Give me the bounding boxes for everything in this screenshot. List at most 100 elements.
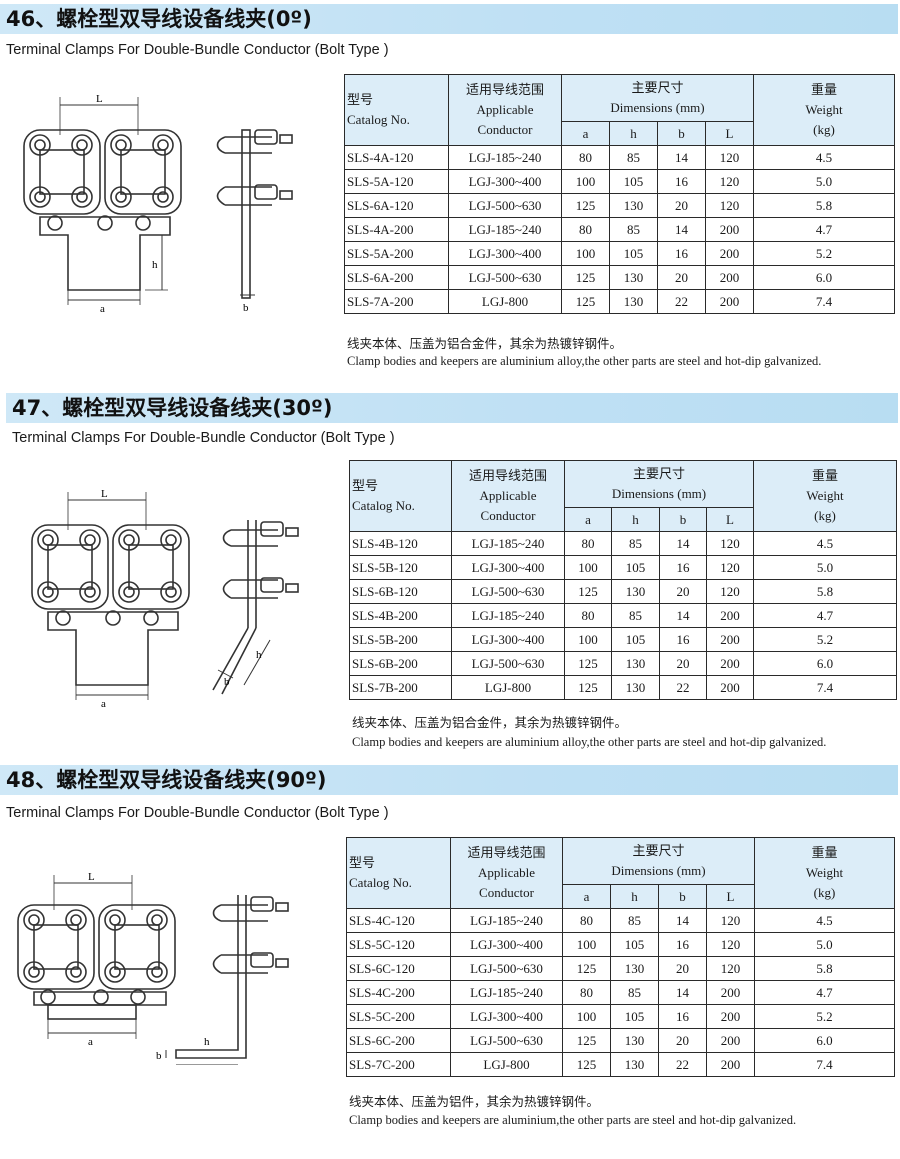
cell-weight: 5.0 xyxy=(753,555,897,580)
cell-catalog-no: SLS-6B-200 xyxy=(349,651,452,676)
cell-weight: 6.0 xyxy=(754,1028,895,1053)
note-chinese: 线夹本体、压盖为铝合金件，其余为热镀锌钢件。 xyxy=(352,715,628,730)
cell-weight: 5.2 xyxy=(754,1004,895,1029)
label-b: b xyxy=(156,1050,162,1062)
cell-weight: 7.4 xyxy=(754,1052,895,1077)
cell-weight: 5.8 xyxy=(753,193,895,218)
cell-weight: 5.2 xyxy=(753,241,895,266)
cell-b: 16 xyxy=(659,627,707,652)
cell-conductor: LGJ-500~630 xyxy=(450,1028,563,1053)
cell-catalog-no: SLS-4C-120 xyxy=(346,908,451,933)
cell-h: 105 xyxy=(610,932,659,957)
cell-catalog-no: SLS-6C-120 xyxy=(346,956,451,981)
label-L: L xyxy=(88,871,95,883)
cell-catalog-no: SLS-5B-200 xyxy=(349,627,452,652)
cell-a: 125 xyxy=(564,579,612,604)
cell-b: 20 xyxy=(657,265,706,290)
cell-b: 14 xyxy=(658,908,707,933)
cell-conductor: LGJ-300~400 xyxy=(448,169,562,194)
label-b: b xyxy=(224,676,230,688)
cell-a: 100 xyxy=(564,627,612,652)
clamp-diagram-30deg: L a h b xyxy=(31,488,299,710)
cell-h: 85 xyxy=(611,531,660,556)
cell-conductor: LGJ-800 xyxy=(451,675,565,700)
cell-h: 85 xyxy=(609,145,658,170)
cell-catalog-no: SLS-4C-200 xyxy=(346,980,451,1005)
cell-b: 16 xyxy=(659,555,707,580)
cell-h: 105 xyxy=(609,241,658,266)
section-48: 48、螺栓型双导线设备线夹(90º) Terminal Clamps For D… xyxy=(0,765,900,1159)
cell-b: 14 xyxy=(657,145,706,170)
spec-table: 型号 Catalog No. 适用导线范围 Applicable Conduct… xyxy=(346,837,895,1077)
cell-conductor: LGJ-500~630 xyxy=(450,956,563,981)
th-h: h xyxy=(610,884,659,909)
section-title-bar xyxy=(6,393,898,423)
cell-conductor: LGJ-185~240 xyxy=(451,531,565,556)
label-h: h xyxy=(204,1036,210,1048)
cell-L: 120 xyxy=(705,145,754,170)
cell-conductor: LGJ-500~630 xyxy=(448,193,562,218)
cell-a: 125 xyxy=(561,193,610,218)
section-title: 47、螺栓型双导线设备线夹(30º) xyxy=(12,396,333,420)
cell-L: 120 xyxy=(706,932,755,957)
th-a: a xyxy=(561,121,610,146)
cell-b: 16 xyxy=(657,241,706,266)
th-a: a xyxy=(564,507,612,532)
cell-L: 200 xyxy=(705,241,754,266)
cell-L: 200 xyxy=(705,289,754,314)
cell-L: 200 xyxy=(706,1028,755,1053)
th-dimensions: 主要尺寸 Dimensions (mm) xyxy=(561,74,754,122)
section-subtitle: Terminal Clamps For Double-Bundle Conduc… xyxy=(12,430,395,446)
cell-weight: 4.7 xyxy=(753,217,895,242)
cell-a: 80 xyxy=(562,980,611,1005)
label-h: h xyxy=(256,649,262,661)
cell-b: 16 xyxy=(658,1004,707,1029)
note-chinese: 线夹本体、压盖为铝件，其余为热镀锌钢件。 xyxy=(349,1094,600,1109)
cell-L: 200 xyxy=(706,1004,755,1029)
cell-conductor: LGJ-185~240 xyxy=(450,980,563,1005)
section-46: 46、螺栓型双导线设备线夹(0º) Terminal Clamps For Do… xyxy=(0,0,900,385)
label-a: a xyxy=(100,303,105,315)
cell-h: 130 xyxy=(609,265,658,290)
cell-b: 20 xyxy=(659,579,707,604)
label-L: L xyxy=(101,488,108,500)
cell-L: 200 xyxy=(705,265,754,290)
cell-h: 130 xyxy=(610,1052,659,1077)
cell-catalog-no: SLS-7B-200 xyxy=(349,675,452,700)
cell-weight: 4.7 xyxy=(754,980,895,1005)
th-a: a xyxy=(562,884,611,909)
cell-h: 85 xyxy=(610,980,659,1005)
cell-catalog-no: SLS-4B-120 xyxy=(349,531,452,556)
th-b: b xyxy=(658,884,707,909)
cell-L: 120 xyxy=(706,531,754,556)
cell-conductor: LGJ-185~240 xyxy=(450,908,563,933)
cell-b: 14 xyxy=(657,217,706,242)
label-b: b xyxy=(243,302,249,314)
cell-weight: 4.7 xyxy=(753,603,897,628)
cell-L: 120 xyxy=(706,555,754,580)
note-english: Clamp bodies and keepers are aluminium a… xyxy=(347,354,822,368)
section-subtitle: Terminal Clamps For Double-Bundle Conduc… xyxy=(6,805,389,821)
cell-weight: 7.4 xyxy=(753,675,897,700)
cell-catalog-no: SLS-5B-120 xyxy=(349,555,452,580)
cell-catalog-no: SLS-6B-120 xyxy=(349,579,452,604)
cell-weight: 5.8 xyxy=(754,956,895,981)
th-weight: 重量 Weight (kg) xyxy=(753,74,895,146)
cell-weight: 5.8 xyxy=(753,579,897,604)
cell-weight: 4.5 xyxy=(753,531,897,556)
cell-h: 105 xyxy=(609,169,658,194)
cell-weight: 4.5 xyxy=(754,908,895,933)
cell-L: 200 xyxy=(706,603,754,628)
cell-h: 130 xyxy=(609,289,658,314)
cell-conductor: LGJ-300~400 xyxy=(451,555,565,580)
cell-weight: 5.2 xyxy=(753,627,897,652)
cell-h: 130 xyxy=(611,579,660,604)
